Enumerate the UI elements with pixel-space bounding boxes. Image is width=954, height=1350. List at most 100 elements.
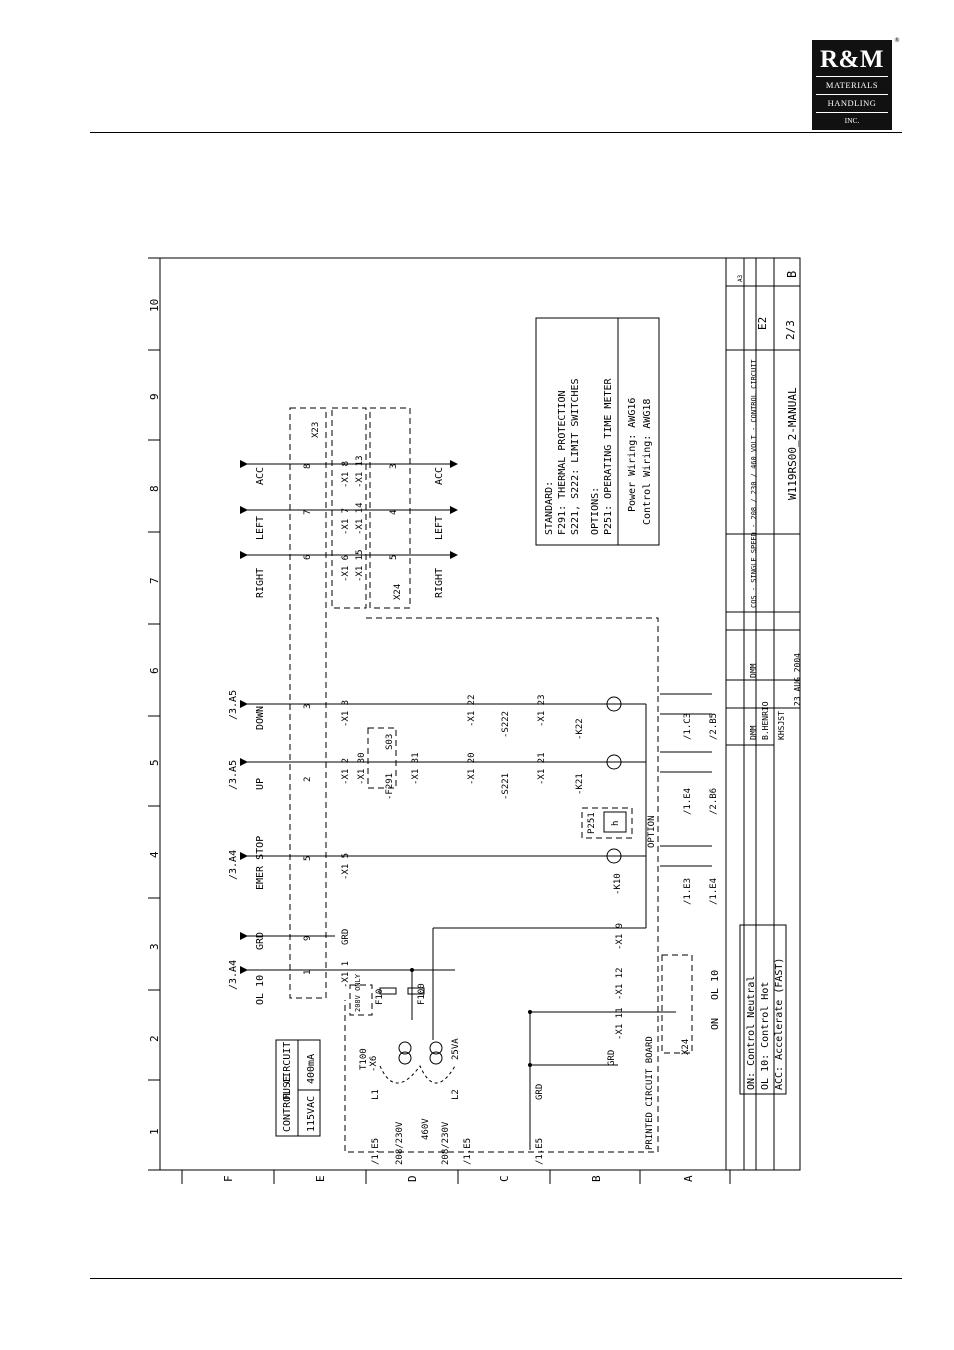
notes-options-title: OPTIONS: bbox=[590, 487, 601, 535]
fuse-f100 bbox=[407, 987, 425, 995]
registered-mark: ® bbox=[894, 37, 900, 44]
component-t100: T100 bbox=[359, 1048, 369, 1070]
row-letter: B bbox=[590, 1175, 603, 1182]
notes-box bbox=[535, 317, 660, 546]
ref-down: /3.A5 bbox=[228, 690, 239, 720]
terminal-x1-13: -X1 13 bbox=[355, 455, 365, 488]
supply-l2: L2 bbox=[451, 1089, 461, 1100]
label-on: ON bbox=[710, 1018, 721, 1030]
label-left-bottom: LEFT bbox=[434, 516, 445, 540]
terminal-number: 5 bbox=[389, 555, 399, 560]
terminal-number: 8 bbox=[303, 464, 313, 469]
supply-l1: L1 bbox=[371, 1089, 381, 1100]
contact-ref: /1.E4 bbox=[683, 788, 693, 815]
terminal-x1-14: -X1 14 bbox=[355, 502, 365, 535]
terminal-block-x1-right bbox=[331, 407, 367, 609]
column-number: 6 bbox=[148, 667, 161, 674]
terminal-x1-5: -X1 5 bbox=[341, 853, 351, 880]
transformer-t100 bbox=[379, 1041, 456, 1084]
title-block-date: 23 AUG 2004 bbox=[793, 653, 802, 706]
terminal-x1-6: -X1 6 bbox=[341, 555, 351, 582]
secondary-rating: 25VA bbox=[451, 1038, 461, 1060]
column-number: 9 bbox=[148, 393, 161, 400]
notes-power-wiring: Power Wiring: AWG16 bbox=[627, 398, 638, 512]
terminal-grd: GRD bbox=[341, 929, 351, 945]
contact-ref: /1.C3 bbox=[683, 713, 693, 740]
supply-voltage-3: 208/230V bbox=[441, 1121, 451, 1165]
fuse-rating: 400mA bbox=[306, 1054, 317, 1084]
contact-ref: /2.B5 bbox=[709, 713, 719, 740]
legend-box bbox=[739, 924, 787, 1095]
fuse-voltage: 115VAC bbox=[306, 1096, 317, 1132]
terminal-number: 4 bbox=[389, 510, 399, 515]
row-letter: E bbox=[314, 1175, 327, 1182]
column-number: 3 bbox=[148, 943, 161, 950]
component-s222: -S222 bbox=[501, 711, 511, 738]
row-letter: F bbox=[222, 1175, 235, 1182]
contact-ref: /1.E4 bbox=[709, 878, 719, 905]
coil-k21 bbox=[606, 754, 622, 770]
terminal-x23: X23 bbox=[311, 422, 321, 438]
row-letter: A bbox=[682, 1175, 695, 1182]
component-option: OPTION bbox=[647, 815, 657, 848]
terminal-number: 9 bbox=[303, 936, 313, 941]
component-k10: -K10 bbox=[613, 873, 623, 895]
terminal-x1-9: -X1 9 bbox=[615, 923, 625, 950]
contact-ref: /2.B6 bbox=[709, 788, 719, 815]
terminal-x1-2: -X1 2 bbox=[341, 758, 351, 785]
label-right-bottom: RIGHT bbox=[434, 568, 445, 598]
component-k21: -K21 bbox=[575, 773, 585, 795]
terminal-x1-12: -X1 12 bbox=[615, 967, 625, 1000]
title-block-designer: B.HENRIO bbox=[761, 701, 770, 740]
column-number: 4 bbox=[148, 851, 161, 858]
coil-k10 bbox=[606, 848, 622, 864]
ref-l1: /1.E5 bbox=[371, 1138, 381, 1165]
company-logo: R&M MATERIALS HANDLING INC. bbox=[812, 40, 892, 130]
column-number: 10 bbox=[148, 299, 161, 312]
title-block-size: A3 bbox=[737, 274, 744, 282]
notes-standard-2: S221, S222: LIMIT SWITCHES bbox=[570, 378, 581, 535]
column-number: 8 bbox=[148, 485, 161, 492]
option-p251-box bbox=[581, 807, 633, 839]
terminal-number: 5 bbox=[303, 856, 313, 861]
terminal-x1-1: -X1 1 bbox=[341, 961, 351, 988]
title-block-sheet: E2 bbox=[756, 317, 769, 330]
component-s03: S03 bbox=[385, 734, 395, 750]
relay-contacts bbox=[660, 693, 712, 867]
title-block-drawn: DMM bbox=[749, 725, 758, 740]
printed-circuit-board-boundary bbox=[344, 617, 659, 1153]
component-p251: P251 bbox=[587, 812, 597, 834]
terminal-x1-7: -X1 7 bbox=[341, 508, 351, 535]
logo-line-handling: HANDLING bbox=[827, 98, 877, 108]
row-letter: D bbox=[406, 1175, 419, 1182]
title-block-approved: DMM bbox=[749, 663, 758, 678]
label-acc: ACC bbox=[255, 467, 266, 485]
supply-voltage-1: 208/230V bbox=[395, 1121, 405, 1165]
label-down: DOWN bbox=[255, 706, 266, 730]
title-block-frame bbox=[726, 258, 800, 1170]
column-ruler bbox=[148, 257, 160, 1171]
logo-brand: R&M bbox=[820, 46, 884, 73]
fuse-title: CONTROL CIRCUIT bbox=[282, 1042, 293, 1132]
ref-emer: /3.A4 bbox=[228, 850, 239, 880]
ref-l2: /1.E5 bbox=[463, 1138, 473, 1165]
label-grd: GRD bbox=[255, 932, 266, 950]
terminal-number: 3 bbox=[389, 464, 399, 469]
terminal-x1-30: -X1 30 bbox=[357, 752, 367, 785]
terminal-x6: -X6 bbox=[369, 1056, 379, 1072]
terminal-x1-21: -X1 21 bbox=[537, 752, 547, 785]
logo-line-inc: INC. bbox=[844, 116, 860, 125]
component-hour-meter: h bbox=[611, 821, 621, 826]
coil-k22 bbox=[606, 696, 622, 712]
terminal-x1-22: -X1 22 bbox=[467, 694, 477, 727]
component-f100: F100 bbox=[417, 983, 427, 1005]
title-block-issue: B bbox=[785, 271, 799, 278]
column-number: 5 bbox=[148, 759, 161, 766]
legend-ol10: OL 10: Control Hot bbox=[760, 982, 771, 1090]
terminal-x1-15: -X1 15 bbox=[355, 549, 365, 582]
notes-standard-1: F291: THERMAL PROTECTION bbox=[557, 391, 568, 536]
component-x24: X24 bbox=[681, 1039, 691, 1055]
component-f10: F10 bbox=[375, 989, 385, 1005]
title-block-drawing: W119RS00_2-MANUAL bbox=[786, 387, 799, 500]
label-grd-b: GRD bbox=[607, 1050, 617, 1066]
